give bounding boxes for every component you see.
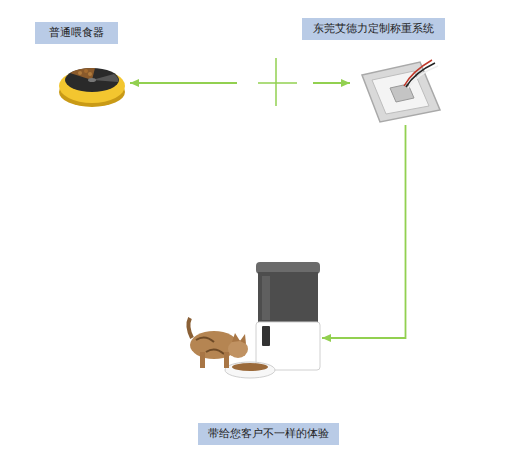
node-label: 东莞艾德力定制称重系统 — [302, 18, 445, 40]
cross-mark — [258, 58, 297, 106]
ordinary-feeder-picture — [59, 68, 125, 107]
feeder-group: 普通喂食器 — [55, 55, 130, 110]
smart-feeder-picture — [188, 262, 320, 378]
node-label: 带给您客户不一样的体验 — [198, 423, 339, 445]
connector-arrow — [322, 125, 406, 342]
connector-arrow — [130, 79, 350, 87]
load-cell-picture — [362, 60, 440, 122]
node-label: 普通喂食器 — [35, 22, 118, 44]
weighing-system-group: 东莞艾德力定制称重系统 — [350, 55, 445, 125]
result-group: 带给您客户不一样的体验 — [186, 260, 322, 385]
